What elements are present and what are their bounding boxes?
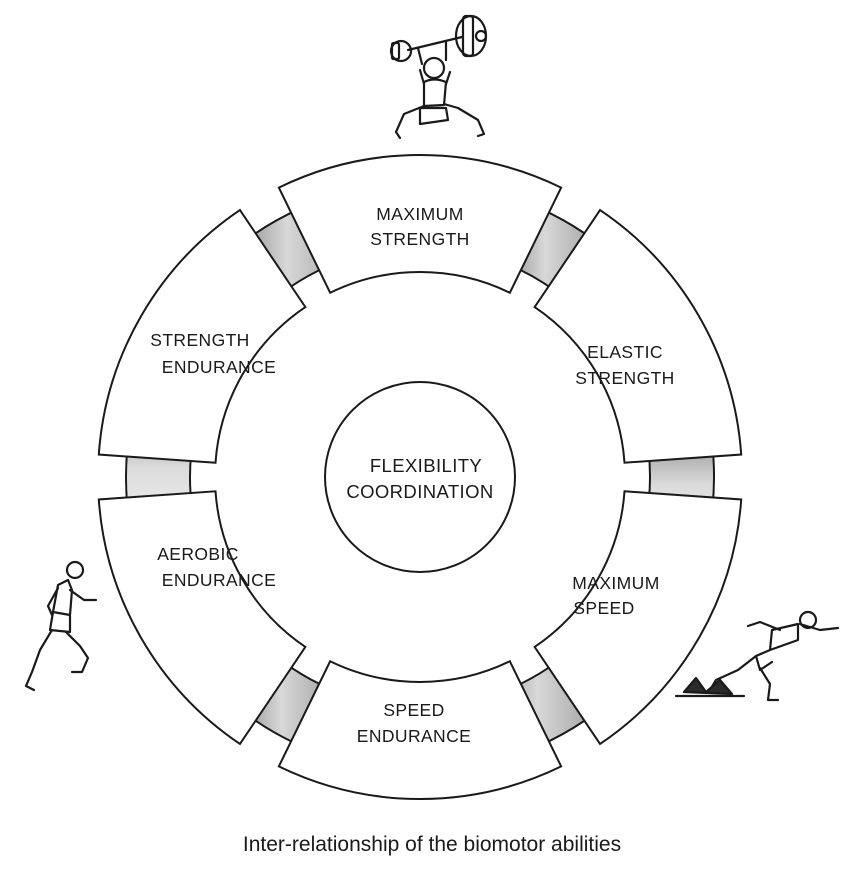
center-label-line2: COORDINATION: [346, 481, 493, 502]
segment-label-maximum-speed-1: MAXIMUM: [572, 573, 659, 593]
runner-illustration: [24, 560, 98, 692]
segment-maximum-strength: [277, 153, 563, 295]
center-hub: [324, 381, 516, 573]
segment-label-maximum-speed-2: SPEED: [573, 598, 634, 618]
segment-label-strength-endurance-2: ENDURANCE: [162, 357, 276, 377]
segment-label-strength-endurance-1: STRENGTH: [150, 330, 249, 350]
segment-group: [97, 153, 743, 801]
segment-label-aerobic-endurance-1: AEROBIC: [157, 544, 239, 564]
segment-elastic-strength: [533, 208, 743, 464]
segment-label-aerobic-endurance-2: ENDURANCE: [162, 570, 276, 590]
segment-strength-endurance: [97, 208, 307, 464]
segment-label-elastic-strength-2: STRENGTH: [575, 368, 674, 388]
segment-label-elastic-strength-1: ELASTIC: [587, 342, 663, 362]
segment-label-speed-endurance-2: ENDURANCE: [357, 726, 471, 746]
segment-aerobic-endurance: [97, 490, 307, 746]
figure-caption: Inter-relationship of the biomotor abili…: [242, 833, 622, 856]
segment-speed-endurance: [277, 659, 563, 801]
segment-maximum-speed: [533, 490, 743, 746]
weightlifter-illustration: [389, 14, 488, 140]
segment-label-maximum-strength-2: STRENGTH: [370, 229, 469, 249]
segment-label-speed-endurance-1: SPEED: [383, 700, 444, 720]
sprinter-illustration: [674, 610, 840, 702]
segment-label-maximum-strength-1: MAXIMUM: [376, 204, 463, 224]
center-label-line1: FLEXIBILITY: [370, 455, 482, 476]
